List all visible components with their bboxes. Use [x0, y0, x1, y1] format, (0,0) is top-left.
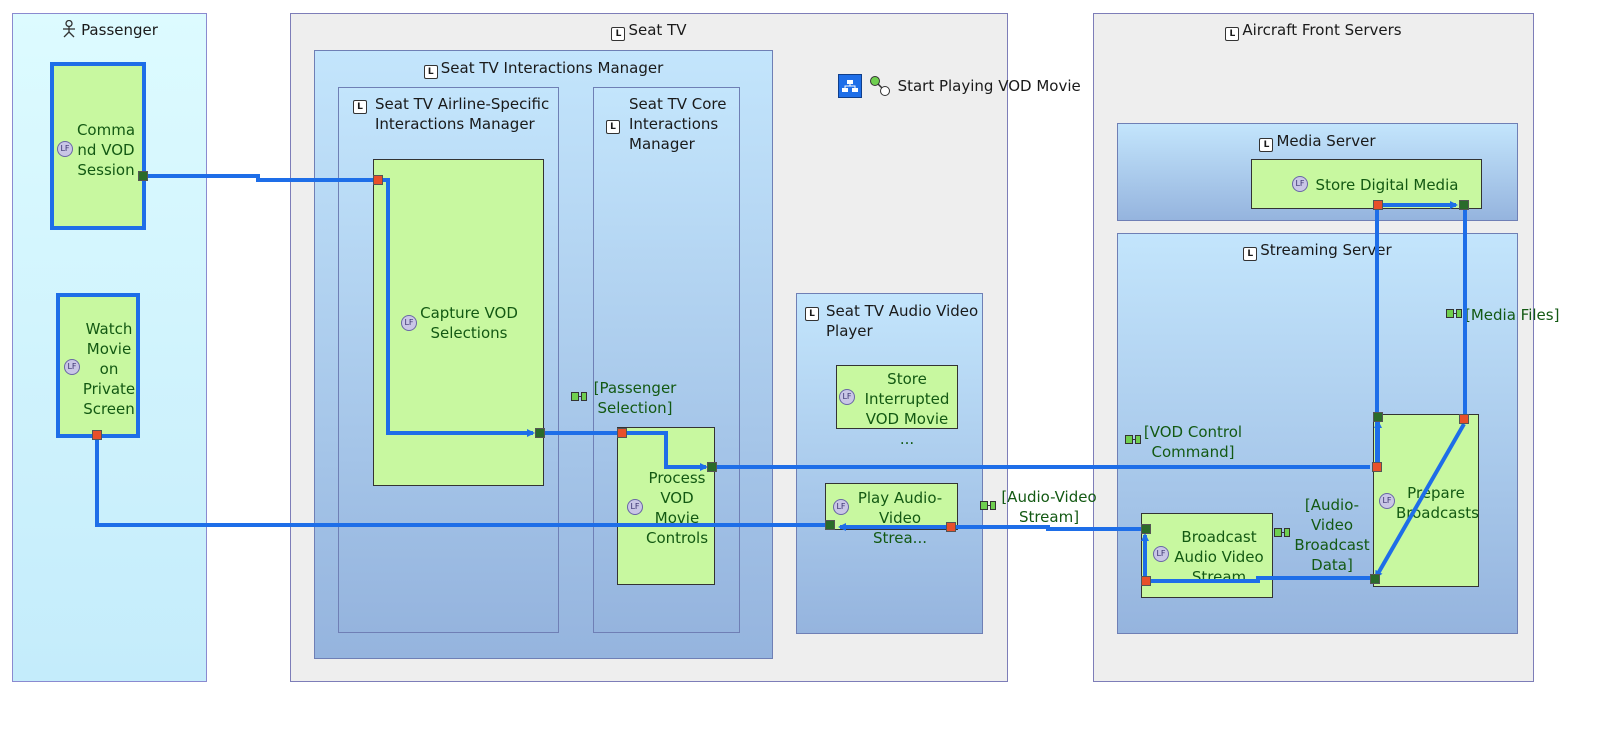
logical-function-icon: LF: [1292, 176, 1308, 192]
scenario-diagram-icon: [838, 74, 862, 98]
port-out[interactable]: [617, 428, 627, 438]
port-in[interactable]: [1370, 574, 1380, 584]
exchange-label-av-broadcast-data: [Audio-Video Broadcast Data]: [1294, 496, 1370, 574]
core-interactions-label: Seat TV Core Interactions Manager: [629, 95, 727, 153]
logical-function-icon: LF: [401, 315, 417, 331]
link-broadcast-data[interactable]: [1150, 576, 1370, 583]
core-interactions-title: L Seat TV Core Interactions Manager: [606, 94, 734, 154]
function-command-vod-session[interactable]: LF Command VOD Session: [50, 62, 146, 230]
capture-vod-label: Capture VOD Selections: [420, 304, 518, 342]
exchange-item-icon: [1125, 435, 1141, 444]
logical-function-icon: LF: [64, 359, 80, 375]
port-in[interactable]: [138, 171, 148, 181]
audio-video-player-label: Seat TV Audio Video Player: [826, 302, 979, 340]
port-out[interactable]: [946, 522, 956, 532]
lane-seat-tv-label: Seat TV: [628, 21, 687, 39]
media-server-label: Media Server: [1276, 132, 1376, 150]
port-in[interactable]: [535, 428, 545, 438]
link-capture-internal[interactable]: [383, 178, 535, 437]
port-out[interactable]: [1372, 462, 1382, 472]
port-in[interactable]: [1373, 412, 1383, 422]
component-audio-video-player[interactable]: L Seat TV Audio Video Player: [796, 293, 983, 634]
scenario-label: Start Playing VOD Movie: [897, 76, 1081, 95]
logical-function-icon: LF: [1379, 493, 1395, 509]
logical-function-icon: LF: [1153, 546, 1169, 562]
function-store-interrupted[interactable]: LF Store Interrupted VOD Movie ...: [836, 365, 958, 448]
port-out[interactable]: [1459, 414, 1469, 424]
exchange-item-icon: [571, 392, 587, 401]
component-icon: L: [805, 307, 819, 321]
component-icon: L: [353, 100, 367, 114]
exchange-item-icon: [1446, 309, 1462, 318]
play-audio-label: Play Audio-Video Strea...: [857, 489, 943, 547]
lane-passenger-title: Passenger: [13, 19, 206, 40]
exchange-label-passenger-selection: [Passenger Selection]: [593, 379, 677, 417]
store-interrupted-label: Store Interrupted VOD Movie ...: [864, 370, 950, 448]
logical-function-icon: LF: [57, 141, 73, 157]
link-broadcast-to-player[interactable]: [956, 525, 1141, 531]
broadcast-label: Broadcast Audio Video Stream: [1174, 528, 1264, 586]
airline-specific-title: L Seat TV Airline-Specific Interactions …: [353, 94, 558, 134]
link-prepare-to-broadcast[interactable]: [1374, 423, 1466, 579]
command-vod-label: Command VOD Session: [76, 121, 136, 179]
port-in[interactable]: [1141, 524, 1151, 534]
function-play-audio-video[interactable]: LF Play Audio-Video Strea...: [825, 483, 958, 547]
link-player-to-watch[interactable]: [95, 440, 826, 527]
function-store-digital-media[interactable]: LF Store Digital Media: [1251, 159, 1482, 209]
scenario-link-icon: [869, 76, 890, 96]
scenario-link[interactable]: Start Playing VOD Movie: [838, 74, 1081, 98]
lane-aircraft-label: Aircraft Front Servers: [1242, 21, 1402, 39]
function-broadcast-av-stream[interactable]: LF Broadcast Audio Video Stream: [1141, 513, 1273, 598]
component-icon: L: [1259, 138, 1274, 152]
port-in[interactable]: [825, 520, 835, 530]
port-out[interactable]: [1373, 200, 1383, 210]
component-icon: L: [606, 120, 620, 134]
logical-function-icon: LF: [627, 499, 643, 515]
logical-function-icon: LF: [833, 499, 849, 515]
exchange-label-audio-video-stream: [Audio-Video Stream]: [1001, 488, 1097, 526]
store-digital-label: Store Digital Media: [1315, 176, 1459, 194]
port-in[interactable]: [1459, 200, 1469, 210]
exchange-label-media-files: [Media Files]: [1465, 306, 1560, 324]
watch-movie-label: Watch Movie on Private Screen: [82, 320, 136, 418]
component-icon: L: [1225, 27, 1240, 41]
audio-video-player-title: L Seat TV Audio Video Player: [805, 301, 981, 341]
actor-icon: [63, 19, 76, 38]
component-icon: L: [611, 27, 626, 41]
component-icon: L: [423, 65, 438, 79]
streaming-server-label: Streaming Server: [1260, 241, 1392, 259]
function-watch-movie[interactable]: LF Watch Movie on Private Screen: [56, 293, 140, 438]
port-out[interactable]: [373, 175, 383, 185]
logical-function-icon: LF: [839, 389, 855, 405]
exchange-item-icon: [980, 501, 996, 510]
exchange-item-icon: [1274, 528, 1290, 537]
port-out[interactable]: [92, 430, 102, 440]
component-icon: L: [1243, 247, 1258, 261]
interactions-manager-label: Seat TV Interactions Manager: [440, 59, 664, 77]
link-command-to-capture[interactable]: [146, 174, 377, 182]
exchange-label-vod-control: [VOD Control Command]: [1143, 423, 1243, 461]
lane-passenger-label: Passenger: [81, 21, 158, 39]
airline-specific-label: Seat TV Airline-Specific Interactions Ma…: [375, 95, 550, 133]
port-in[interactable]: [707, 462, 717, 472]
process-vod-label: Process VOD Movie Controls: [646, 469, 709, 547]
port-out[interactable]: [1141, 576, 1151, 586]
function-prepare-broadcasts[interactable]: LF Prepare Broadcasts: [1373, 414, 1479, 587]
link-process-internal[interactable]: [626, 431, 708, 471]
